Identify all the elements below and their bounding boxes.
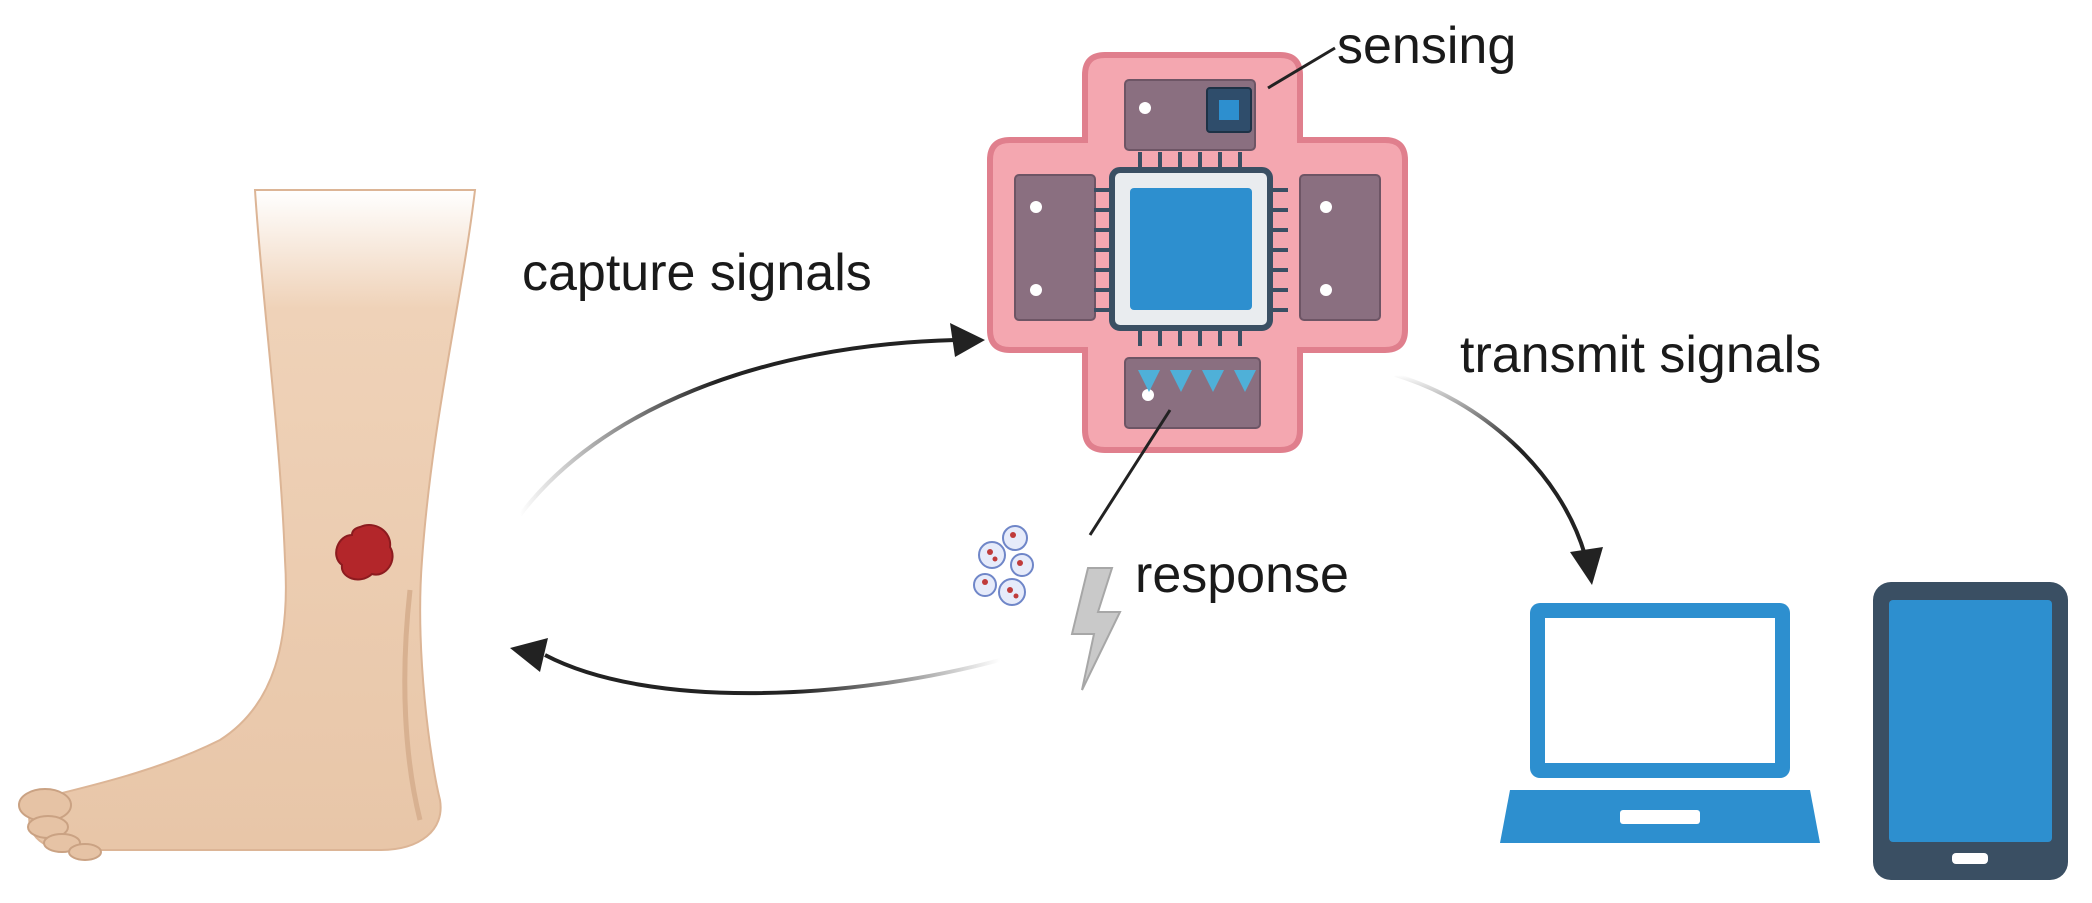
response-label: response [1135, 546, 1349, 604]
capture-signals-label: capture signals [522, 244, 872, 302]
sensing-leader-line [1267, 46, 1336, 90]
laptop-icon [1500, 603, 1820, 843]
capture-arrow [518, 323, 985, 517]
wound-icon [335, 524, 394, 581]
toes [18, 788, 102, 861]
response-leader-line [1088, 409, 1172, 536]
electrode-left [1014, 174, 1096, 321]
lightning-icon [1070, 567, 1122, 691]
transmit-signals-label: transmit signals [1460, 326, 1821, 384]
response-arrow [510, 638, 1001, 696]
drug-particles-icon [973, 525, 1034, 606]
electrode-bottom [1124, 357, 1261, 429]
electrode-right [1299, 174, 1381, 321]
wearable-sensor-patch [987, 52, 1408, 453]
microneedles [1138, 370, 1256, 392]
leg-with-wound [18, 189, 477, 861]
transmit-arrow [1394, 373, 1603, 585]
sensing-label: sensing [1337, 17, 1516, 75]
microchip-icon [1094, 152, 1288, 346]
tablet-icon [1873, 582, 2068, 880]
sensing-chip-icon [1206, 87, 1252, 133]
